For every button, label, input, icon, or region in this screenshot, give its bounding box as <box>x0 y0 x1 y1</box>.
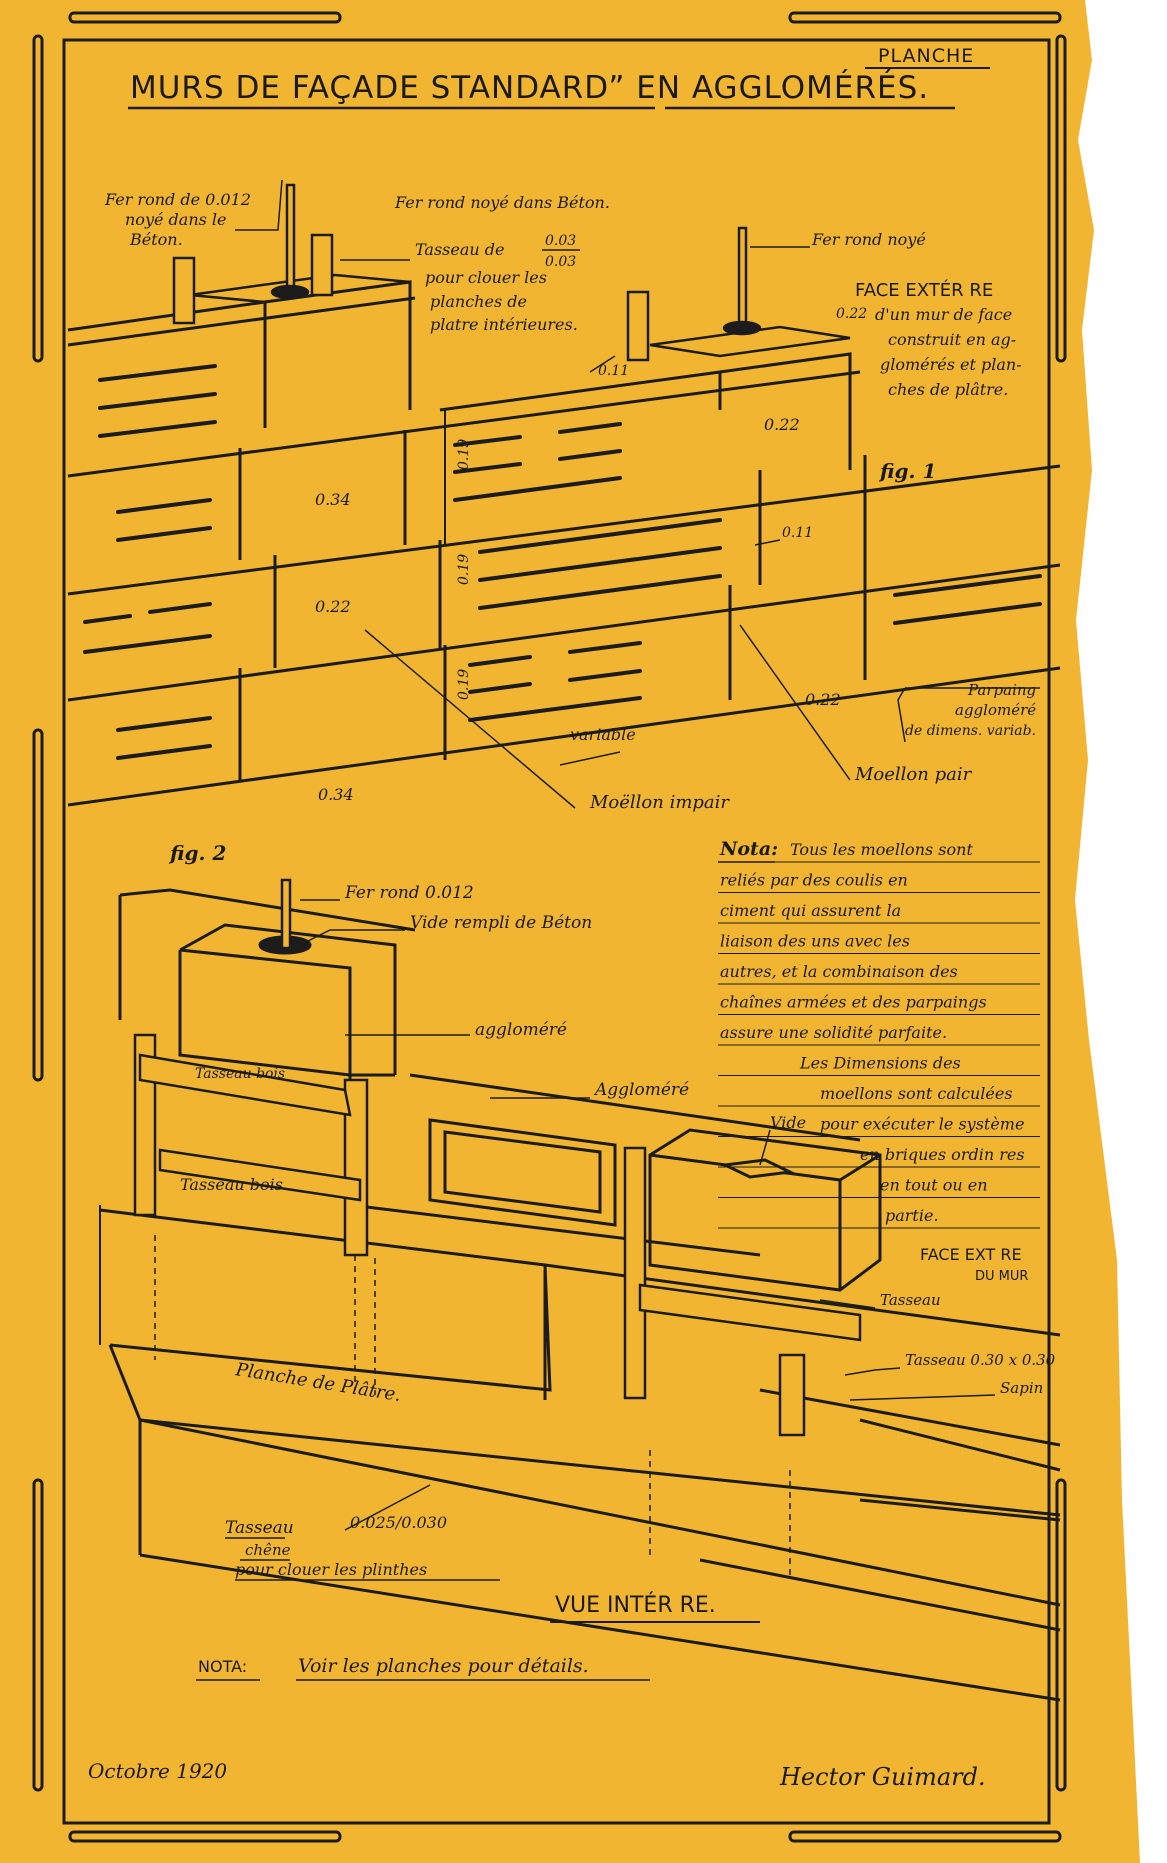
nota-line: liaison des uns avec les <box>720 932 910 951</box>
tasseau-frac-top: 0.03 <box>545 233 576 249</box>
moellon-pair: Moellon pair <box>854 764 973 785</box>
nota-line: Les Dimensions des <box>799 1054 961 1073</box>
fig2-posts <box>133 878 862 1437</box>
face-ext-line3: construit en ag- <box>888 330 1016 349</box>
dim-011-b: 0.11 <box>782 525 813 541</box>
nota-line: reliés par des coulis en <box>720 871 908 890</box>
fig1-block-slots <box>83 364 1042 760</box>
face-ext-line4: glomérés et plan- <box>880 355 1022 374</box>
bottom-nota-label: NOTA: <box>198 1657 247 1676</box>
nota-line: en briques ordin res <box>860 1145 1025 1164</box>
fig2-fer-rond: Fer rond 0.012 <box>344 883 474 903</box>
tasseau-frac-bot: 0.03 <box>545 254 576 270</box>
fig2-sapin: Sapin <box>1000 1379 1043 1397</box>
tasseau-line3: planches de <box>430 292 527 311</box>
fig2-agglomere-a: aggloméré <box>475 1020 567 1040</box>
fig2-tasseau-chene-dim: 0.025/0.030 <box>350 1513 447 1532</box>
dim-034-b: 0.34 <box>318 785 354 804</box>
dim-019-a: 0.19 <box>456 439 472 470</box>
nota-line: Tous les moellons sont <box>790 840 973 859</box>
fig2-tasseau-chene-line3: pour clouer les plinthes <box>235 1560 427 1579</box>
fig2-face-ext-line1: FACE EXT RE <box>920 1245 1022 1264</box>
dim-019-c: 0.19 <box>456 669 472 700</box>
dim-022-a: 0.22 <box>836 306 867 322</box>
dim-022-b: 0.22 <box>764 415 800 434</box>
fer-rond-012-line1: Fer rond de 0.012 <box>104 190 251 209</box>
dim-011-a: 0.11 <box>598 363 629 379</box>
fig1-label: fig. 1 <box>878 459 936 483</box>
sheet-title: MURS DE FAÇADE STANDARD” EN AGGLOMÉRÉS. <box>130 70 929 106</box>
title-block: PLANCHE MURS DE FAÇADE STANDARD” EN AGGL… <box>128 45 990 110</box>
face-ext-line5: ches de plâtre. <box>888 380 1008 399</box>
nota-line: autres, et la combinaison des <box>720 962 958 981</box>
bottom-nota-text: Voir les planches pour détails. <box>298 1655 589 1677</box>
dim-019-b: 0.19 <box>456 554 472 585</box>
fig2-tasseau-chene-line2: chêne <box>245 1541 291 1559</box>
variable-label: variable <box>570 725 636 744</box>
parpaing-line3: de dimens. variab. <box>905 723 1036 739</box>
paper-background <box>0 0 1140 1863</box>
nota-line: moellons sont calculées <box>820 1084 1013 1103</box>
parpaing-line1: Parpaing <box>967 681 1036 699</box>
nota-line: partie. <box>885 1206 939 1225</box>
nota-line: pour exécuter le système <box>820 1115 1024 1134</box>
fig2-tasseau: Tasseau <box>880 1291 941 1309</box>
bottom-notes: VUE INTÉR RE. NOTA: Voir les planches po… <box>88 1592 986 1791</box>
parpaing-line2: aggloméré <box>955 701 1036 719</box>
face-ext-line1: FACE EXTÉR RE <box>855 279 993 301</box>
nota-lines: Tous les moellons sont reliés par des cou… <box>718 840 1040 1229</box>
nota-line: ciment qui assurent la <box>720 901 901 920</box>
nota-line: en tout ou en <box>880 1176 988 1195</box>
fig2-tasseau-030: Tasseau 0.30 x 0.30 <box>905 1351 1056 1369</box>
tasseau-line4: platre intérieures. <box>430 315 578 334</box>
nota-line: chaînes armées et des parpaings <box>720 993 987 1012</box>
fig2-leaders <box>225 899 996 1581</box>
face-ext-line2: d'un mur de face <box>875 305 1012 324</box>
planche-label: PLANCHE <box>878 45 974 67</box>
fig1-bars <box>172 183 762 362</box>
vue-interieure: VUE INTÉR RE. <box>555 1592 716 1618</box>
fig2-label: fig. 2 <box>168 841 226 865</box>
dim-022-c: 0.22 <box>315 597 351 616</box>
fer-rond-noye: Fer rond noyé <box>811 230 926 249</box>
nota-label: Nota: <box>719 838 778 860</box>
fig1-leaders <box>235 179 1040 809</box>
border-frame <box>32 11 1067 1843</box>
fig1-annotations: fig. 1 Fer rond de 0.012 noyé dans le Bé… <box>104 190 1036 813</box>
nota-block: Nota: Tous les moellons sont reliés par d… <box>718 838 1040 1229</box>
dim-022-d: 0.22 <box>805 690 841 709</box>
fig2-vide-rempli: Vide rempli de Béton <box>410 913 592 933</box>
fig2-tasseau-bois-a: Tasseau bois <box>195 1066 285 1082</box>
tasseau-line1: Tasseau de <box>415 240 505 259</box>
tasseau-line2: pour clouer les <box>425 268 547 287</box>
fig2-agglomere-b: Aggloméré <box>593 1080 689 1100</box>
fig2-annotations: fig. 2 Fer rond 0.012 Vide rempli de Bét… <box>168 841 1056 1579</box>
signature: Hector Guimard. <box>779 1763 986 1791</box>
fig2-vide: Vide <box>770 1113 806 1132</box>
fer-rond-noye-beton: Fer rond noyé dans Béton. <box>394 193 610 212</box>
fig2-tasseau-bois-b: Tasseau bois <box>180 1175 283 1194</box>
date: Octobre 1920 <box>88 1759 227 1783</box>
fig2-face-ext-line2: DU MUR <box>975 1269 1028 1284</box>
moellon-impair: Moëllon impair <box>589 792 730 813</box>
fig2-tasseau-chene-line1: Tasseau <box>225 1518 294 1538</box>
fer-rond-012-line2: noyé dans le <box>125 210 227 229</box>
fer-rond-012-line3: Béton. <box>129 230 183 249</box>
dim-034-a: 0.34 <box>315 490 351 509</box>
nota-line: assure une solidité parfaite. <box>720 1023 947 1042</box>
